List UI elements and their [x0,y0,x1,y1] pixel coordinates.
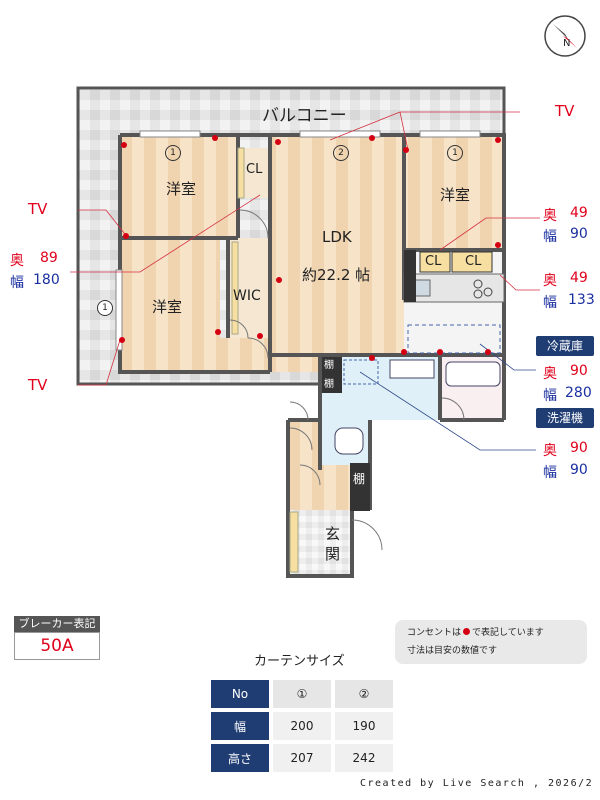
floor-plan [70,86,540,578]
walls [118,133,506,578]
bathtub [445,361,501,387]
footer-credit: Created by Live Search , 2026/2 [360,778,594,789]
breaker-value: 50A [14,632,100,660]
compass-n-label: N [563,38,571,49]
entrance-floor [288,510,352,576]
shelf-label-2: 棚 [324,379,334,390]
washer-width-value: 90 [570,462,588,478]
window-number-1a: 1 [165,145,181,161]
cl-kitchen-1 [419,251,451,273]
left-depth-label: 奥 [10,253,24,269]
curtain-row-height: 高さ 207 242 [211,744,393,772]
outlet-marker-icon [463,628,471,635]
shelf-block-1 [322,357,342,393]
right2-depth-label: 奥 [543,273,557,289]
washer-depth-label: 奥 [543,443,557,459]
right1-width-value: 90 [570,226,588,242]
left-width-value: 180 [33,272,60,288]
shelf-label-3: 棚 [353,472,366,486]
notes-line-1a: コンセントは [407,628,462,638]
sink [389,359,435,379]
bedroom-w-label: 洋室 [152,298,183,316]
bedroom-ne-label: 洋室 [440,186,471,204]
shelf-label-1: 棚 [324,360,334,371]
notes-line-1b: で表記しています [472,628,544,638]
ldk-label: LDK [322,228,352,246]
curtain-row-width: 幅 200 190 [211,712,393,740]
right1-width-label: 幅 [543,229,557,245]
bedroom-nw-label: 洋室 [166,180,197,198]
kitchen-black-bar [404,250,416,302]
fridge-space [407,324,501,354]
wic-label: WIC [233,288,261,304]
cl-kitchen-2 [451,251,493,273]
toilet [334,427,364,455]
curtain-header-1: ① [273,680,331,708]
fridge-width-value: 280 [565,385,592,401]
breaker-box: ブレーカー表記 50A [14,616,100,660]
curtain-cell: 190 [335,712,393,740]
notes-box: コンセントはで表記しています 寸法は目安の数値です [395,620,587,664]
genkan-label-2: 関 [325,545,341,563]
fridge-badge: 冷蔵庫 [536,336,594,356]
curtain-cell: 207 [273,744,331,772]
left-depth-value: 89 [40,250,58,266]
left-width-label: 幅 [10,275,24,291]
notes-line-1: コンセントはで表記しています [407,624,575,642]
breaker-header: ブレーカー表記 [14,616,100,632]
compass: N [541,12,589,60]
curtain-header-row: No ① ② [211,680,393,708]
notes-line-2: 寸法は目安の数値です [407,646,498,656]
tv-label-top: TV [555,102,575,120]
fridge-width-label: 幅 [543,388,557,404]
window-number-2: 2 [333,145,349,161]
fridge-depth-label: 奥 [543,366,557,382]
curtain-cell: 242 [335,744,393,772]
outlets [119,135,501,361]
washer-width-label: 幅 [543,465,557,481]
ldk-floor [270,135,404,355]
bedroom-w-floor [120,238,220,372]
cl-kitchen-1-label: CL [425,254,442,269]
right2-width-label: 幅 [543,295,557,311]
washer-space [343,359,379,385]
cl-kitchen-2-label: CL [465,254,482,269]
right2-width-value: 133 [568,292,595,308]
fridge-depth-value: 90 [570,363,588,379]
washer-badge: 洗濯機 [536,408,594,428]
cl-nw-label: CL [246,162,263,177]
curtain-cell: 200 [273,712,331,740]
curtain-header-2: ② [335,680,393,708]
right2-depth-value: 49 [570,270,588,286]
curtain-title: カーテンサイズ [254,654,345,669]
ldk-size-label: 約22.2 帖 [302,266,371,284]
washer-depth-value: 90 [570,440,588,456]
cl-nw-rod [237,147,245,199]
window-number-1c: 1 [97,300,113,316]
curtain-header-no: No [211,680,269,708]
tv-label-left-top: TV [28,200,48,218]
shelf-block-2 [350,463,370,511]
window-number-1b: 1 [447,145,463,161]
curtain-row-label: 幅 [211,712,269,740]
genkan-label-1: 玄 [325,525,341,543]
right1-depth-label: 奥 [543,208,557,224]
genkan-shelf [289,511,299,573]
tv-label-left-bottom: TV [28,376,48,394]
right1-depth-value: 49 [570,205,588,221]
curtain-row-label: 高さ [211,744,269,772]
wic-rod [231,241,239,335]
curtain-table: No ① ② 幅 200 190 高さ 207 242 [207,676,397,776]
balcony-label: バルコニー [262,106,347,126]
